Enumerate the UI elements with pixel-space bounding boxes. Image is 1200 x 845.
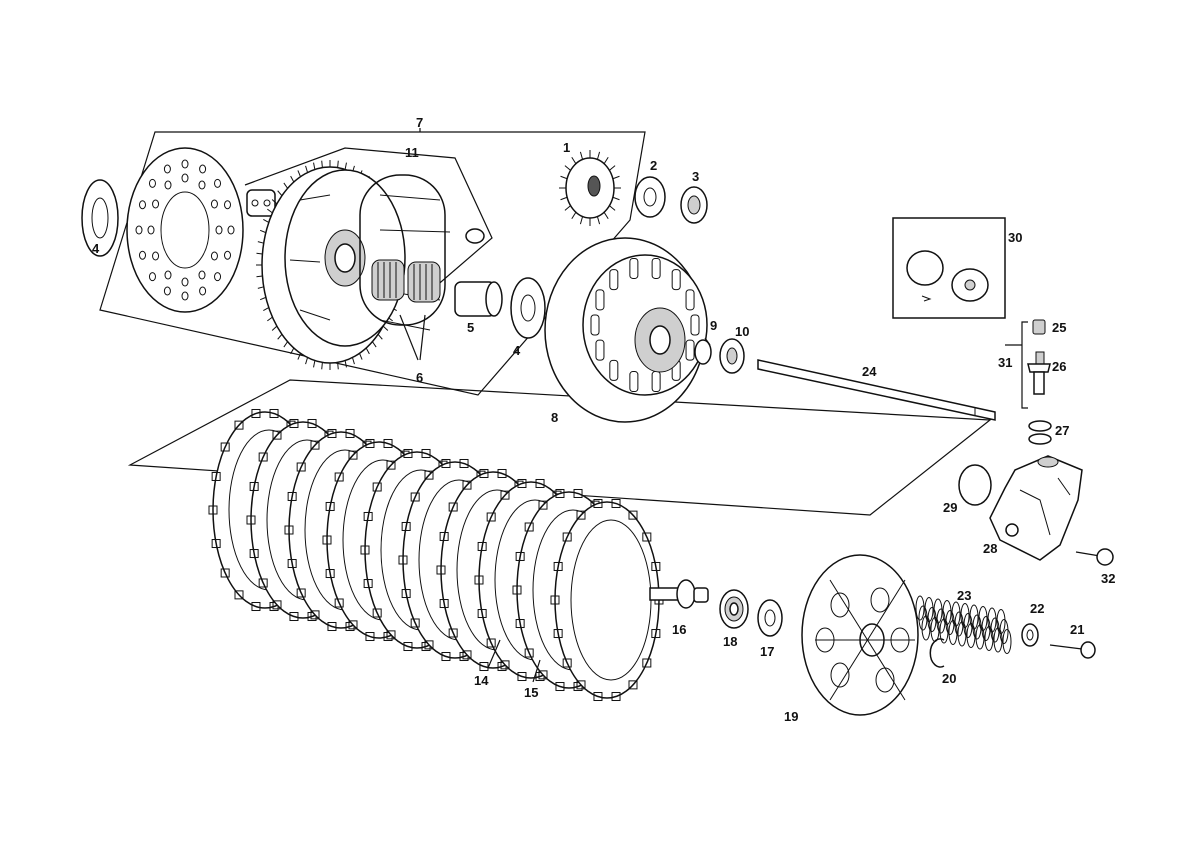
nut-part-3: [680, 186, 708, 224]
callout-19: 19: [784, 709, 798, 724]
callout-17: 17: [760, 644, 774, 659]
group-plates-outline: [127, 379, 992, 516]
o-rings-part-27: [1028, 420, 1052, 445]
callout-14: 14: [474, 673, 489, 688]
callout-21: 21: [1070, 622, 1084, 637]
inner-hub-part-8: [544, 237, 708, 423]
screw-part-21: [1049, 641, 1096, 659]
bleed-screw-part-26: [1027, 351, 1051, 395]
callout-26: 26: [1052, 359, 1066, 374]
callout-11: 11: [405, 145, 419, 160]
slave-cylinder-part-28: [989, 455, 1083, 561]
callout-31: 31: [998, 355, 1012, 370]
callout-16: 16: [672, 622, 686, 637]
seal-kit-part-30: [892, 217, 1006, 319]
callout-24: 24: [862, 364, 877, 379]
clutch-plate-stack: [208, 408, 664, 702]
callout-7: 7: [416, 115, 423, 130]
callout-3: 3: [692, 169, 699, 184]
callout-29: 29: [943, 500, 957, 515]
bracket-part-31: [1021, 321, 1028, 409]
washer-part-17: [757, 599, 783, 637]
callout-32: 32: [1101, 571, 1115, 586]
nut-part-10: [719, 338, 745, 374]
circlip-part-20: [929, 638, 945, 668]
callout-2: 2: [650, 158, 657, 173]
washer-part-2: [634, 176, 666, 218]
washer-part-22: [1021, 623, 1039, 647]
callout-23: 23: [957, 588, 971, 603]
callout-10: 10: [735, 324, 749, 339]
cap-part-25: [1032, 319, 1046, 335]
callout-8: 8: [551, 410, 558, 425]
callout-4b: 4: [513, 343, 521, 358]
callout-4a: 4: [92, 241, 100, 256]
callout-27: 27: [1055, 423, 1069, 438]
thrust-bearing-part-18: [719, 589, 749, 629]
callout-6: 6: [416, 370, 423, 385]
washer-part-9: [694, 339, 712, 365]
callout-15: 15: [524, 685, 538, 700]
pin-part-16: [649, 579, 709, 609]
perforated-plate-part-7: [126, 147, 244, 313]
callout-18: 18: [723, 634, 737, 649]
leader-lines: [419, 128, 1022, 346]
clutch-springs-part-23: [915, 595, 1012, 654]
push-rod-part-24: [757, 359, 996, 421]
needle-bearings-part-6: [371, 259, 441, 361]
screw-part-32: [1075, 548, 1114, 566]
callout-labels: 1 2 3 4 4 5 6 7 8 9 10 11 14 15 16 17 18…: [92, 115, 1115, 724]
clutch-basket: [256, 160, 485, 370]
pressure-plate-part-19: [801, 554, 919, 716]
callout-5: 5: [467, 320, 474, 335]
bushing-part-5: [454, 281, 503, 317]
callout-28: 28: [983, 541, 997, 556]
o-ring-part-29: [958, 464, 992, 506]
gear-part-1: [559, 150, 621, 226]
callout-1: 1: [563, 140, 570, 155]
group-11-outline: [244, 147, 493, 301]
washer-part-4-right: [510, 277, 546, 339]
callout-30: 30: [1008, 230, 1022, 245]
callout-25: 25: [1052, 320, 1066, 335]
callout-22: 22: [1030, 601, 1044, 616]
callout-20: 20: [942, 671, 956, 686]
callout-9: 9: [710, 318, 717, 333]
washer-part-4-left: [81, 179, 119, 257]
